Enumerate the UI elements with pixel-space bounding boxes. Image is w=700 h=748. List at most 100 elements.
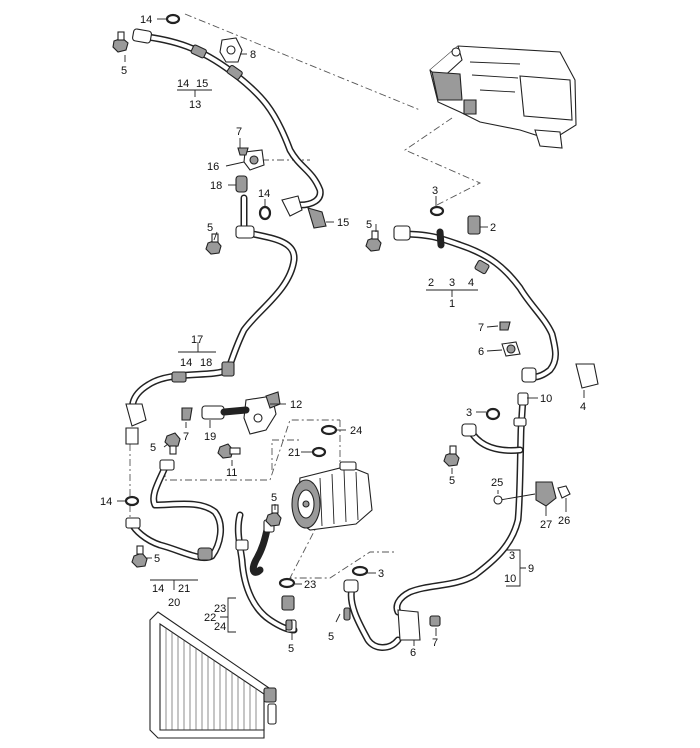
callout-27: 27 [540, 519, 552, 531]
callout-12: 12 [290, 399, 302, 411]
callout-20: 20 [168, 597, 180, 609]
callout-4: 4 [580, 401, 586, 413]
callout-14: 14 [180, 357, 192, 369]
callout-3: 3 [466, 407, 472, 419]
callout-23: 23 [214, 603, 226, 615]
valve-cap-18 [235, 175, 248, 193]
o-ring-21 [311, 446, 327, 458]
callout-23: 23 [304, 579, 316, 591]
callout-3: 3 [378, 568, 384, 580]
callout-18: 18 [210, 180, 222, 192]
callout-19: 19 [204, 431, 216, 443]
leader-lines [117, 18, 585, 646]
callout-5: 5 [154, 553, 160, 565]
callout-11: 11 [226, 467, 237, 479]
callout-7: 7 [432, 637, 438, 649]
o-ring-24 [320, 424, 338, 436]
callout-10: 10 [540, 393, 552, 405]
guide-line [184, 13, 421, 111]
callout-13: 13 [189, 99, 201, 111]
callout-24: 24 [214, 621, 226, 633]
line-9 [393, 392, 529, 616]
line-10-lower [343, 579, 441, 651]
callout-7: 7 [478, 322, 484, 334]
callout-5: 5 [121, 65, 127, 77]
bolt-5-center [164, 432, 181, 455]
callout-9: 9 [528, 563, 534, 575]
callout-2: 2 [428, 277, 434, 289]
callout-6: 6 [478, 346, 484, 358]
callout-22: 22 [204, 612, 216, 624]
callout-17: 17 [191, 334, 203, 346]
o-ring-23 [278, 577, 296, 589]
bolt-5-center-lower [265, 504, 282, 527]
callout-4: 4 [468, 277, 474, 289]
callout-24: 24 [350, 425, 362, 437]
guide-line [404, 117, 482, 206]
callout-16: 16 [207, 161, 219, 173]
callout-18: 18 [200, 357, 212, 369]
callout-14: 14 [177, 78, 189, 90]
callout-21: 21 [288, 447, 300, 459]
callout-21: 21 [178, 583, 190, 595]
callout-15: 15 [196, 78, 208, 90]
callout-26: 26 [558, 515, 570, 527]
callout-7: 7 [183, 431, 189, 443]
bolt-5-lower-center [285, 619, 293, 631]
callout-3: 3 [449, 277, 455, 289]
valve-assembly-12 [181, 391, 281, 435]
callout-3: 3 [509, 550, 515, 562]
pressure-switch-2 [467, 215, 481, 235]
evaporator-housing [429, 45, 577, 149]
bracket-4 [575, 363, 599, 389]
callout-14: 14 [152, 583, 164, 595]
callout-2: 2 [490, 222, 496, 234]
condenser [149, 611, 277, 739]
callout-5: 5 [366, 219, 372, 231]
callout-14: 14 [140, 14, 152, 26]
callout-5: 5 [288, 643, 294, 655]
o-ring-3-lower [351, 565, 369, 577]
callout-8: 8 [250, 49, 256, 61]
hose-17 [125, 194, 298, 445]
bolt-5-top-left [112, 31, 129, 53]
bolt-5-right-top [365, 230, 382, 252]
callout-5: 5 [207, 222, 213, 234]
o-ring-14-lower [124, 495, 140, 507]
callout-6: 6 [410, 647, 416, 659]
callout-1: 1 [449, 298, 455, 310]
hose-22 [234, 511, 298, 634]
callout-5: 5 [328, 631, 334, 643]
hose-20 [125, 459, 225, 562]
callout-5: 5 [449, 475, 455, 487]
callout-10: 10 [504, 573, 516, 585]
callout-5: 5 [271, 492, 277, 504]
o-ring-14-mid [258, 205, 272, 221]
callout-labels: 14 5 8 14 15 13 7 16 18 14 15 5 3 5 2 2 … [100, 14, 586, 659]
callout-15: 15 [337, 217, 349, 229]
bolt-11 [217, 443, 241, 459]
callout-7: 7 [236, 126, 242, 138]
bolt-5-right-mid [443, 445, 460, 467]
bolt-5-lower-left [131, 545, 148, 568]
callout-25: 25 [491, 477, 503, 489]
callout-14: 14 [100, 496, 112, 508]
o-ring-14-top [165, 13, 181, 25]
callout-5: 5 [150, 442, 156, 454]
bolt-5-left-mid [205, 233, 222, 255]
fitting-15 [281, 195, 327, 229]
sensor-group-25-27 [493, 481, 571, 507]
valve-6-right [499, 321, 521, 357]
callout-3: 3 [432, 185, 438, 197]
clip-16 [237, 147, 265, 171]
bracket-8 [219, 37, 243, 63]
callout-14: 14 [258, 188, 270, 200]
o-ring-3-right [485, 407, 501, 421]
bolt-5-lower-mid [343, 607, 351, 621]
compressor [291, 461, 373, 531]
hose-13 [132, 28, 324, 209]
o-ring-3-top [429, 205, 445, 217]
guide-line [271, 439, 300, 470]
